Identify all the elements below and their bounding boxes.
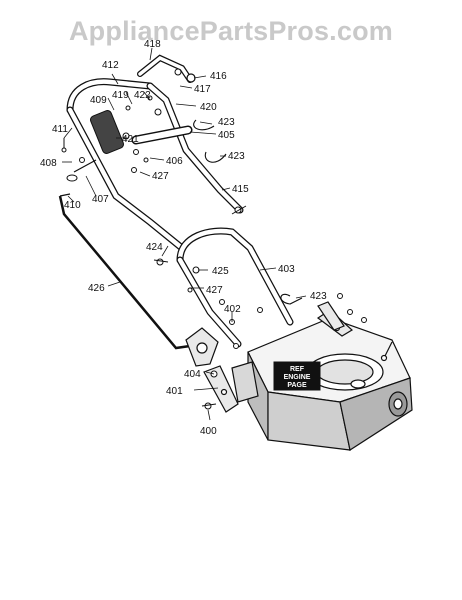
part-label-411: 411 [52,124,68,135]
part-label-422: 422 [134,90,151,101]
part-label-427-lower: 427 [206,285,223,296]
part-label-423-lower: 423 [310,291,327,302]
part-labels: 418 416 417 420 423 405 423 406 427 415 … [40,39,327,437]
part-label-427-upper: 427 [152,171,169,182]
stamp-line-3: PAGE [287,382,307,389]
part-label-425: 425 [212,266,229,277]
control-tube [131,125,193,145]
part-label-424: 424 [146,242,163,253]
part-label-405: 405 [218,130,235,141]
part-label-402: 402 [224,304,241,315]
lower-handle [176,227,294,348]
part-label-417: 417 [194,84,211,95]
top-bail [137,54,196,83]
watermark: AppliancePartsPros.com [68,16,393,46]
part-label-416: 416 [210,71,227,82]
part-label-415: 415 [232,184,249,195]
part-label-418: 418 [144,39,161,50]
stamp-line-1: REF [290,366,305,373]
part-label-421: 421 [122,134,139,145]
part-label-408: 408 [40,158,57,169]
part-label-407: 407 [92,194,109,205]
engine-reference-stamp: REF ENGINE PAGE [273,361,321,391]
part-label-412: 412 [102,60,119,71]
part-label-410: 410 [64,200,81,211]
part-label-419: 419 [112,90,129,101]
leader-lines [62,47,307,421]
upper-handle [66,78,244,252]
spring-loops [193,119,303,305]
part-label-400: 400 [200,426,217,437]
handle-bracket-plate [185,301,345,413]
mower-deck [231,309,413,451]
part-label-403: 403 [278,264,295,275]
part-label-404: 404 [184,369,201,380]
stamp-line-2: ENGINE [284,374,311,381]
part-label-401: 401 [166,386,183,397]
part-label-420: 420 [200,102,217,113]
part-label-423-upper: 423 [218,117,235,128]
part-label-406: 406 [166,156,183,167]
hardware [61,68,367,410]
part-label-426: 426 [88,283,105,294]
part-label-423-middle: 423 [228,151,245,162]
part-label-409: 409 [90,95,107,106]
control-cable [58,159,191,350]
